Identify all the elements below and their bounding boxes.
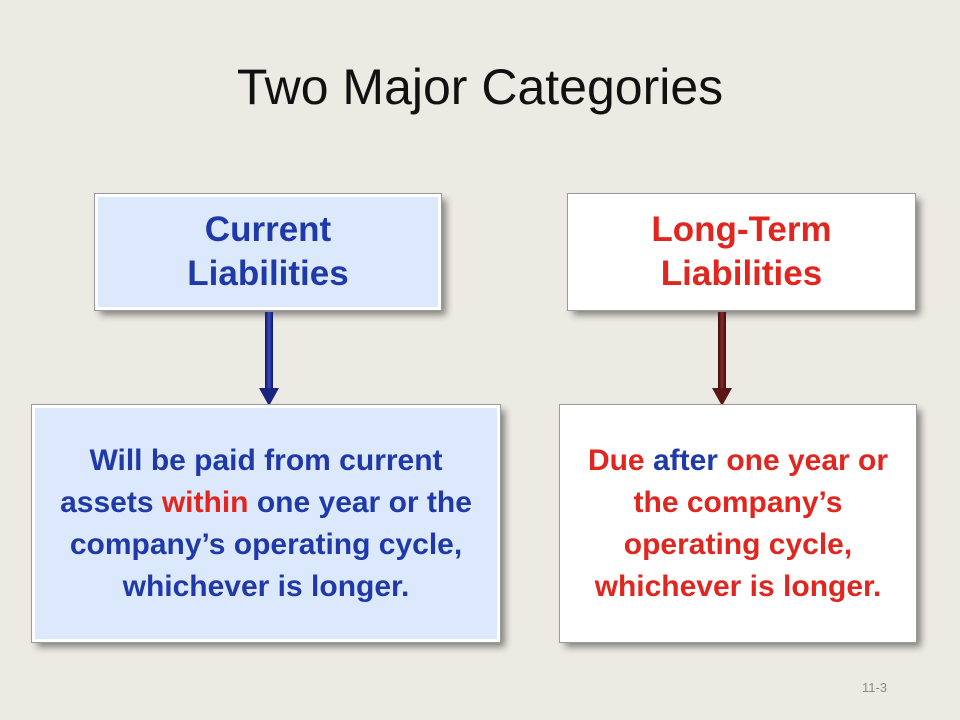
long-term-down-arrow-icon bbox=[712, 312, 732, 406]
current-liabilities-description: Will be paid from current assets within … bbox=[45, 440, 487, 608]
slide-page-number: 11-3 bbox=[862, 680, 888, 695]
current-heading-line1: Current bbox=[204, 210, 332, 249]
long-term-heading-line2: Liabilities bbox=[660, 254, 823, 293]
long-term-liabilities-heading: Long-Term Liabilities bbox=[651, 208, 831, 296]
current-desc-highlight: within bbox=[161, 485, 249, 519]
current-heading-line2: Liabilities bbox=[187, 254, 349, 293]
long-term-liabilities-description-box: Due after one year or the company’s oper… bbox=[559, 404, 917, 643]
slide-title: Two Major Categories bbox=[236, 59, 724, 115]
current-liabilities-description-box: Will be paid from current assets within … bbox=[31, 404, 501, 643]
current-liabilities-box: Current Liabilities bbox=[94, 193, 442, 311]
current-desc-part1: Will be paid from current assets bbox=[60, 443, 443, 519]
long-term-liabilities-description: Due after one year or the company’s oper… bbox=[573, 440, 903, 608]
current-desc-part2: one year or the company’s operating cycl… bbox=[69, 485, 472, 603]
long-term-desc-part1: Due bbox=[587, 443, 653, 477]
long-term-desc-part2: one year or the company’s operating cycl… bbox=[594, 443, 889, 603]
current-liabilities-heading: Current Liabilities bbox=[187, 208, 348, 296]
long-term-desc-highlight: after bbox=[652, 443, 718, 477]
current-down-arrow-icon bbox=[259, 312, 279, 406]
long-term-liabilities-box: Long-Term Liabilities bbox=[567, 193, 916, 311]
long-term-heading-line1: Long-Term bbox=[651, 210, 832, 249]
